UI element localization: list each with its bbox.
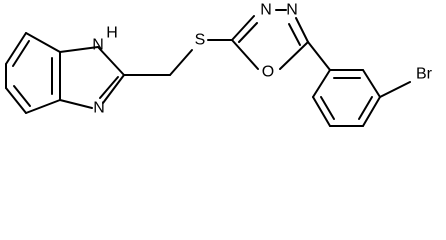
atom-n-imidazole-lower: N: [93, 100, 105, 117]
atom-n-oxadiazole-right: N: [286, 2, 298, 19]
atom-br-label: Br: [416, 66, 433, 83]
atom-n-oxadiazole-left: N: [260, 2, 272, 19]
benzimidazole-benzene-ring: [5, 32, 61, 114]
chemical-structure: H N N S N N O Br: [5, 2, 433, 127]
atom-n-imidazole-upper: N: [92, 37, 104, 54]
methylene-thioether-linker: [123, 39, 233, 76]
oxadiazole-ring: [231, 9, 309, 70]
bromophenyl-ring: [307, 41, 411, 127]
imidazole-ring: [59, 46, 125, 109]
atom-s-label: S: [195, 32, 206, 49]
atom-o-label: O: [262, 64, 274, 81]
atom-labels: H N N S N N O Br: [92, 2, 432, 117]
atom-h-label: H: [106, 25, 118, 42]
